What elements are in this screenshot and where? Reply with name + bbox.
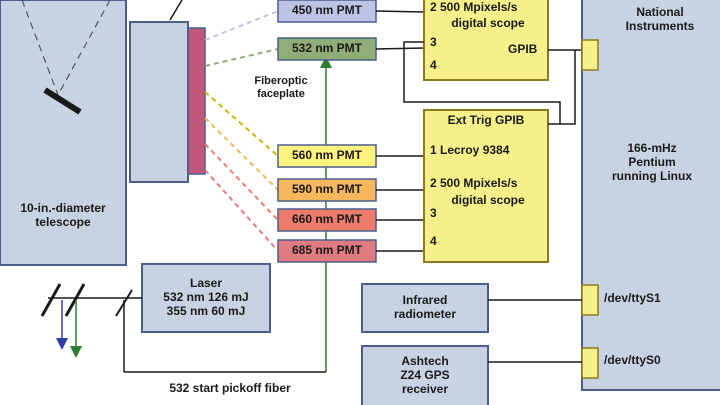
scope-top-box xyxy=(423,0,549,81)
computer-main-label: 166-mHz Pentium running Linux xyxy=(584,134,720,192)
pmt-group xyxy=(277,0,377,263)
computer-top-label: National Instruments xyxy=(600,0,720,40)
fiber-line xyxy=(204,10,279,41)
fiber-line xyxy=(204,169,279,252)
fiber-bundle xyxy=(204,10,279,252)
scope-bottom-header: Ext Trig GPIB xyxy=(447,113,525,128)
ttys0-port xyxy=(581,347,599,379)
pmt-label: 560 nm PMT xyxy=(291,148,363,163)
ttys1-port xyxy=(581,284,599,316)
telescope-input-arrow xyxy=(169,0,183,21)
computer-port-ttys0: /dev/ttyS0 xyxy=(604,353,661,368)
computer-line3: running Linux xyxy=(612,168,692,183)
scope-bottom-box xyxy=(423,109,549,263)
pmt-label: 450 nm PMT xyxy=(291,3,363,18)
gpib-link-computer xyxy=(560,50,576,125)
gps-box xyxy=(361,345,489,405)
scope-bottom-line2: 2 500 Mpixels/s xyxy=(430,176,518,191)
laser-mirror-1 xyxy=(40,283,62,317)
laser-line2: 532 nm 126 mJ xyxy=(163,290,249,305)
gps-line3: receiver xyxy=(401,381,449,396)
telescope-beam-right xyxy=(57,0,111,96)
scope-bottom-line3: digital scope xyxy=(451,193,525,208)
pmt-label: 660 nm PMT xyxy=(291,212,363,227)
gpib-port xyxy=(581,39,599,71)
computer-port-ttys1: /dev/ttyS1 xyxy=(604,291,661,306)
radiometer-box xyxy=(361,283,489,333)
pmt-label: 590 nm PMT xyxy=(291,182,363,197)
gpib-link-scopes xyxy=(403,41,561,125)
fiber-line xyxy=(204,143,279,221)
laser-mirror-2 xyxy=(64,283,86,317)
gps-line1: Ashtech xyxy=(401,354,449,369)
faceplate-label-line1: Fiberoptic xyxy=(254,75,308,88)
faceplate-housing xyxy=(129,21,189,183)
pickoff-fiber-label: 532 start pickoff fiber xyxy=(169,381,291,396)
telescope-box xyxy=(0,0,127,266)
pmt-label: 685 nm PMT xyxy=(291,243,363,258)
laser-mirror-3 xyxy=(115,289,133,317)
radiometer-label: Infrared radiometer xyxy=(362,286,488,330)
pmt-wires xyxy=(375,10,425,252)
radiometer-line2: radiometer xyxy=(393,307,457,321)
scope-bottom-port3: 3 xyxy=(430,206,437,221)
laser-line1: Laser xyxy=(189,276,223,291)
telescope-label: 10-in.-diameter telescope xyxy=(0,196,126,236)
scope-top-gpib: GPIB xyxy=(508,42,538,57)
scope-top-port3: 3 xyxy=(430,35,437,50)
pmt-label: 532 nm PMT xyxy=(291,41,363,56)
laser-line3: 355 nm 60 mJ xyxy=(166,303,246,318)
laser-box xyxy=(141,263,271,333)
scope-top-line3: digital scope xyxy=(451,16,525,31)
pmt-to-scope-wire xyxy=(375,10,425,13)
scope-top-port4: 4 xyxy=(430,58,437,73)
gps-line2: Z24 GPS xyxy=(400,368,450,383)
gps-label: Ashtech Z24 GPS receiver xyxy=(362,348,488,404)
telescope-label-line2: telescope xyxy=(35,215,91,229)
computer-top-line2: Instruments xyxy=(625,19,695,33)
telescope-mirror xyxy=(43,87,82,115)
scope-top-line2: 2 500 Mpixels/s xyxy=(430,0,518,15)
scope-bottom-port4: 4 xyxy=(430,234,437,249)
fiber-line xyxy=(204,117,279,191)
computer-box xyxy=(581,0,720,391)
computer-line2: Pentium xyxy=(628,155,676,170)
faceplate-label-line2: faceplate xyxy=(257,88,305,100)
faceplate-strip xyxy=(187,27,206,175)
scope-bottom-line1: 1 Lecroy 9384 xyxy=(430,143,510,158)
fiber-line xyxy=(204,91,279,157)
computer-top-line1: National xyxy=(636,5,684,20)
telescope-label-line1: 10-in.-diameter xyxy=(20,201,106,216)
telescope-beam-left xyxy=(21,0,59,96)
faceplate-label: Fiberoptic faceplate xyxy=(236,72,326,104)
laser-label: Laser 532 nm 126 mJ 355 nm 60 mJ xyxy=(142,268,270,328)
fiber-line xyxy=(204,48,279,67)
radiometer-line1: Infrared xyxy=(402,293,448,308)
computer-line1: 166-mHz xyxy=(627,141,677,156)
pmt-to-scope-wire xyxy=(375,47,425,50)
